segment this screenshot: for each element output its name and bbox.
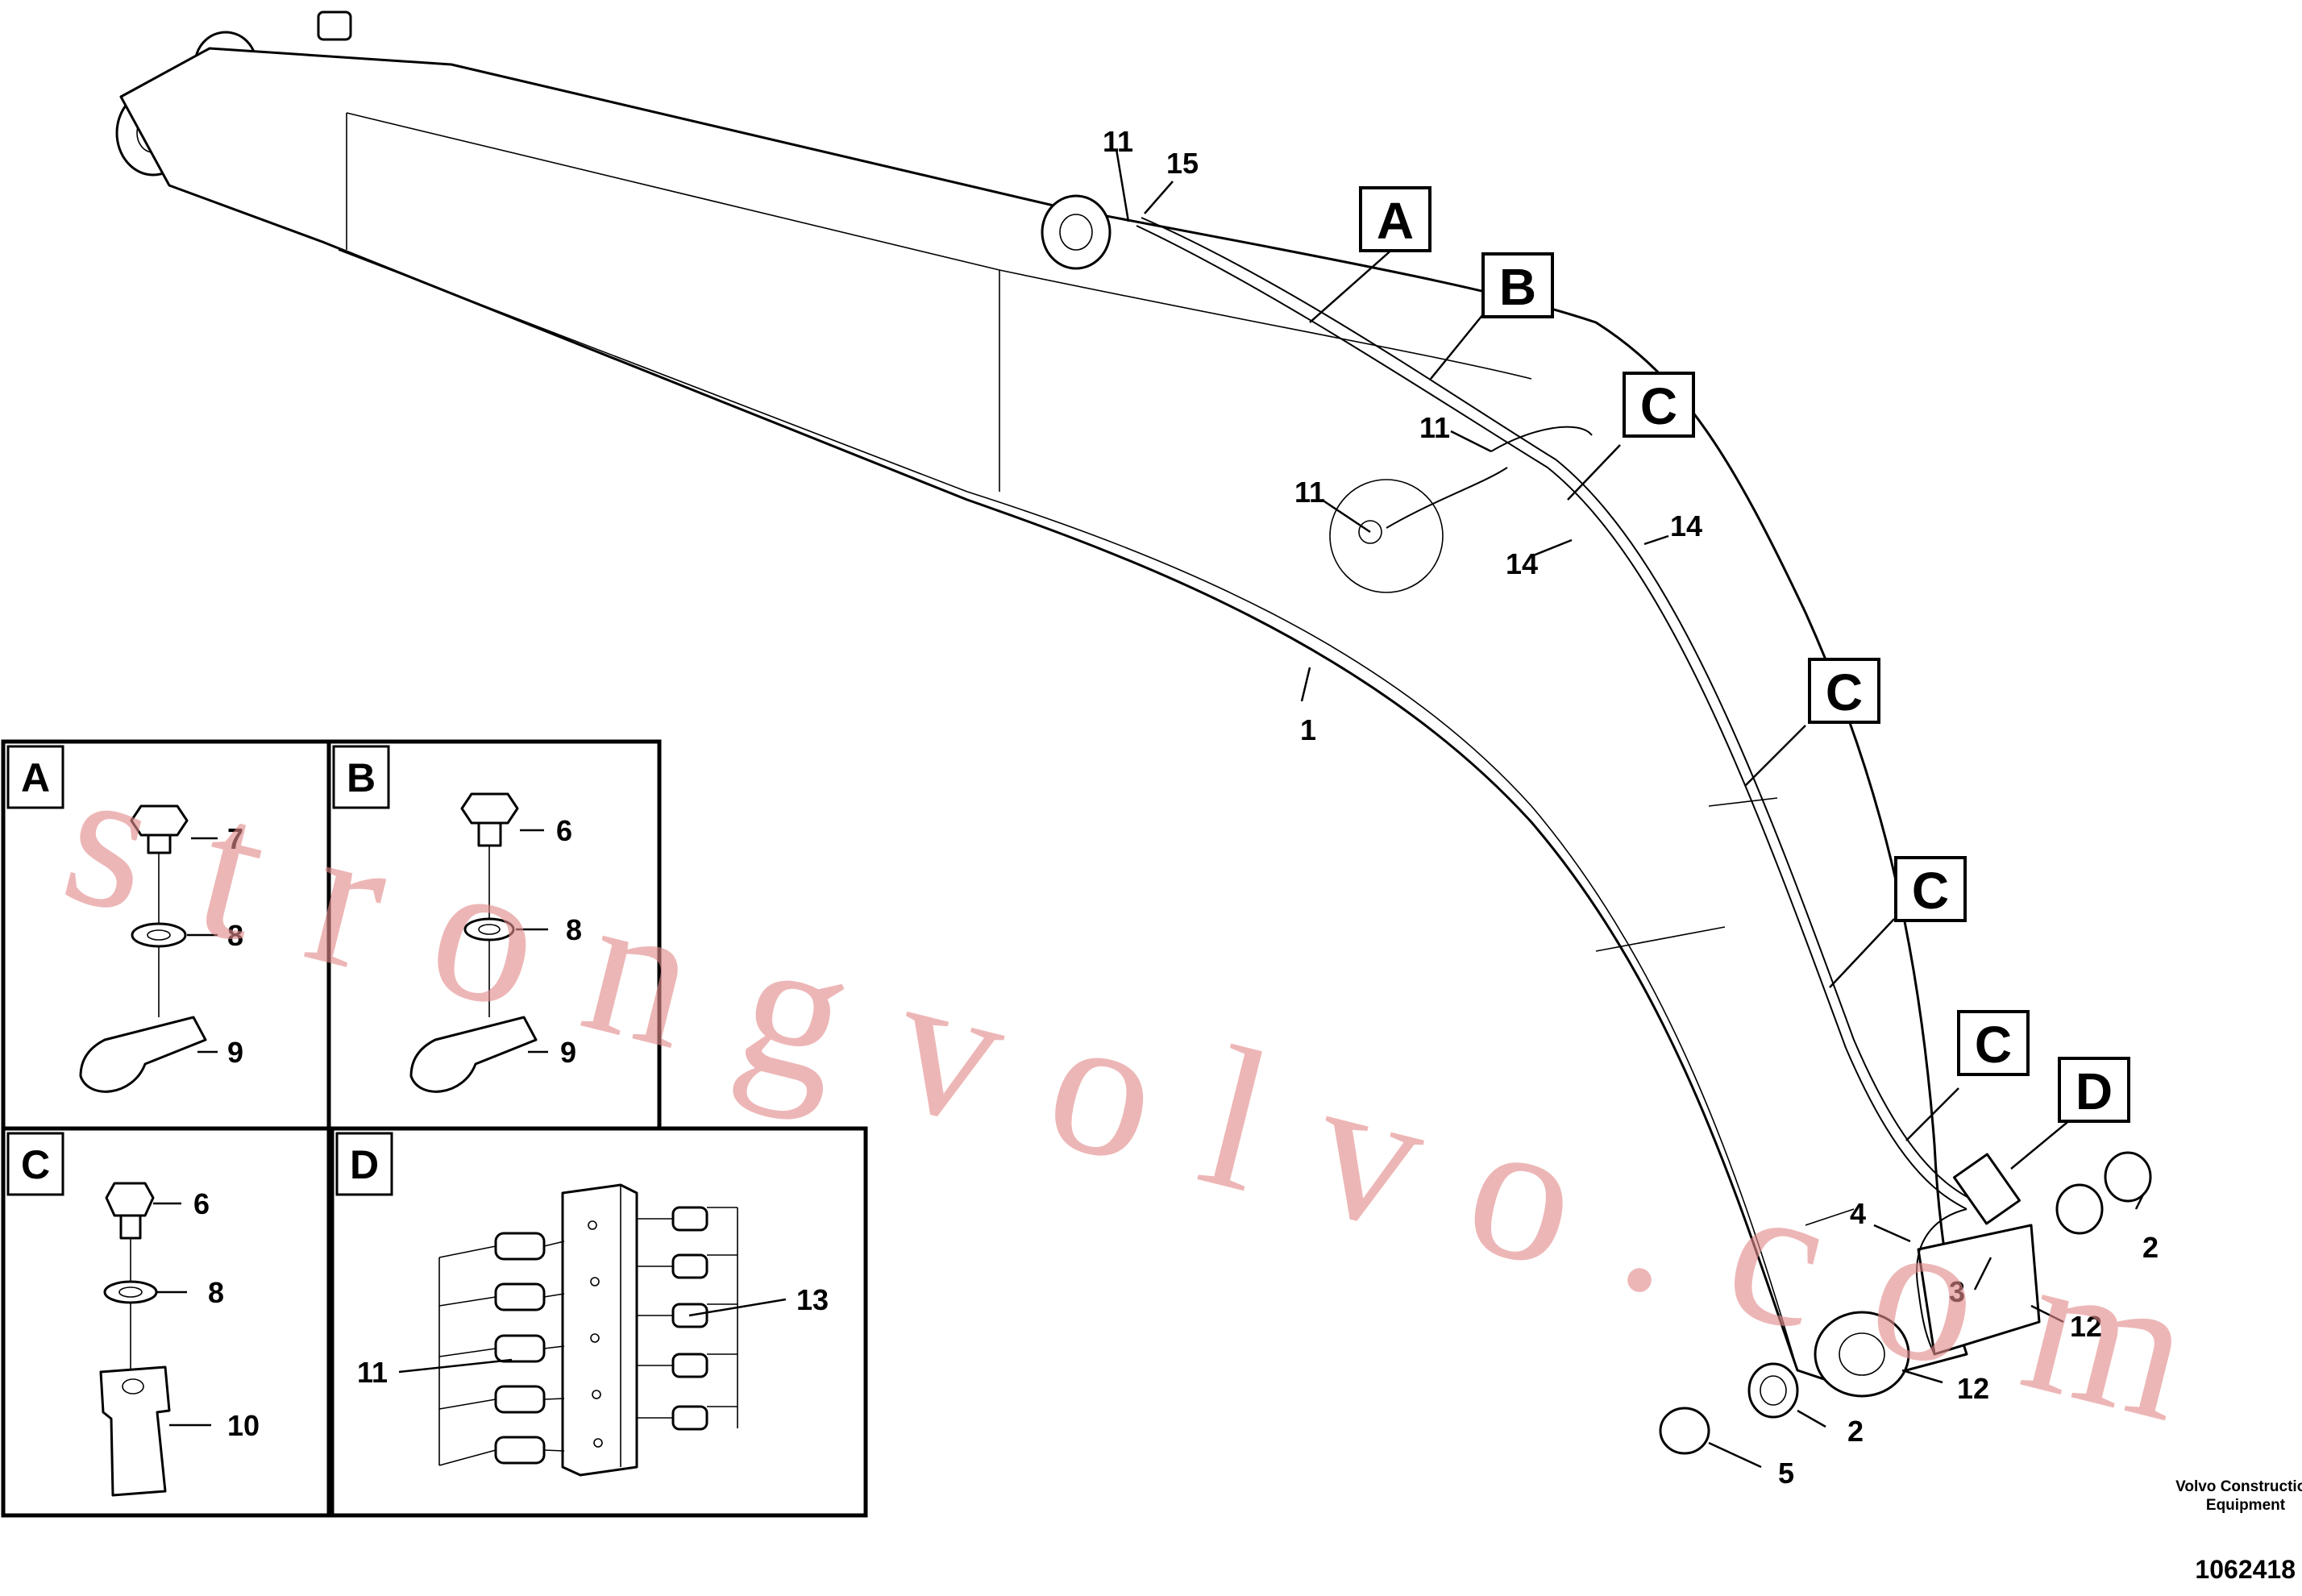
inset-b-title: B: [347, 755, 376, 800]
marker-c-1: C: [1623, 372, 1695, 438]
footer: Volvo Construction Equipment 1062418: [2175, 1478, 2302, 1584]
inset-a: A 7 8 9: [1, 739, 331, 1131]
callout-5: 5: [1778, 1457, 1794, 1490]
callout-14-left: 14: [1506, 547, 1538, 580]
footer-company-line2: Equipment: [2206, 1497, 2286, 1514]
footer-company-line1: Volvo Construction: [2175, 1478, 2302, 1495]
marker-c-3-label: C: [1912, 862, 1949, 920]
marker-c-4-label: C: [1975, 1016, 2012, 1074]
marker-a-label: A: [1377, 192, 1414, 250]
callout-1: 1: [1300, 713, 1316, 746]
callout-4: 4: [1850, 1197, 1866, 1230]
inset-c: C 6 8 10: [1, 1126, 331, 1518]
inset-c-washer-callout: 8: [208, 1276, 224, 1309]
callout-11-pivot: 11: [1294, 476, 1325, 509]
detail-markers: A B C C C C D: [1359, 186, 2130, 1123]
inset-b: B 6 8 9: [326, 739, 662, 1131]
callout-15: 15: [1166, 147, 1199, 180]
inset-d-title: D: [350, 1142, 379, 1187]
inset-a-title: A: [21, 755, 50, 800]
callout-3: 3: [1949, 1275, 1965, 1308]
callout-11-mid: 11: [1419, 411, 1450, 444]
inset-b-washer-callout: 8: [566, 913, 582, 946]
inset-c-title: C: [21, 1142, 50, 1187]
marker-c-4: C: [1957, 1010, 2030, 1076]
inset-b-bolt-callout: 6: [556, 814, 572, 847]
marker-c-3: C: [1894, 856, 1967, 922]
inset-c-bolt-callout: 6: [193, 1187, 210, 1220]
callout-11-top: 11: [1103, 125, 1133, 158]
inset-c-clamp-callout: 10: [227, 1409, 260, 1442]
marker-b: B: [1481, 252, 1554, 318]
inset-b-clamp-callout: 9: [560, 1036, 576, 1069]
inset-d-right-callout: 13: [796, 1283, 829, 1316]
marker-c-2-label: C: [1826, 663, 1863, 721]
boom-drawing: [115, 10, 2152, 1455]
inset-a-bolt-callout: 7: [227, 822, 243, 855]
marker-c-1-label: C: [1640, 377, 1677, 435]
callout-12-right: 12: [2070, 1310, 2102, 1343]
callout-12-bottom: 12: [1957, 1372, 1989, 1405]
inset-d-right-nipples: [637, 1206, 708, 1431]
callout-leaders: [1115, 148, 2146, 1469]
inset-d-left-callout: 11: [357, 1356, 388, 1389]
inset-a-washer-callout: 8: [227, 919, 243, 952]
boom-callouts: 11 15 11 11 14 14 1 4 3 12 12 2 2 5: [1103, 125, 2159, 1490]
marker-d-label: D: [2076, 1062, 2113, 1120]
marker-b-label: B: [1499, 258, 1536, 316]
marker-c-2: C: [1808, 658, 1880, 724]
inset-a-clamp-callout: 9: [227, 1036, 243, 1069]
marker-d: D: [2058, 1057, 2130, 1123]
marker-a: A: [1359, 186, 1431, 252]
callout-2-right: 2: [2142, 1231, 2159, 1264]
footer-doc-number: 1062418: [2195, 1555, 2296, 1584]
callout-2-bottom: 2: [1847, 1415, 1864, 1448]
inset-d: D: [330, 1126, 868, 1518]
callout-14-right: 14: [1670, 509, 1702, 542]
